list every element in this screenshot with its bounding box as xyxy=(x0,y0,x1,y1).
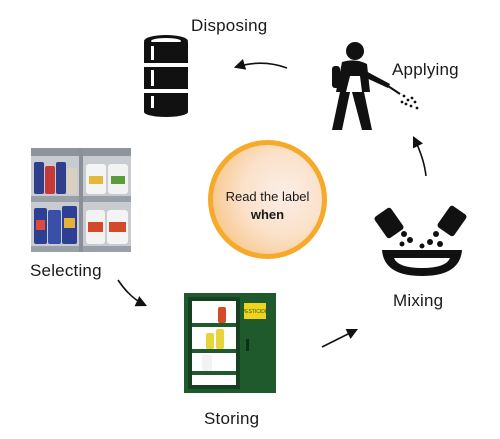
arrow-applying-to-disposing xyxy=(233,59,288,70)
center-circle: Read the label when xyxy=(208,140,327,259)
store-shelf-photo xyxy=(31,148,131,252)
person-spraying-icon xyxy=(332,42,419,130)
arrow-storing-to-mixing xyxy=(321,328,359,348)
storing-label: Storing xyxy=(204,409,260,428)
cabinet-sign-text: PESTICIDE xyxy=(242,309,269,315)
center-line-1: Read the label xyxy=(225,189,310,204)
storage-cabinet-image: PESTICIDE xyxy=(184,293,276,393)
arrow-mixing-to-applying xyxy=(412,135,427,177)
mixing-label: Mixing xyxy=(393,291,444,310)
center-text: Read the label when xyxy=(213,188,322,224)
barrel-icon xyxy=(144,35,188,117)
arrow-selecting-to-storing xyxy=(117,279,148,307)
selecting-label: Selecting xyxy=(30,261,102,280)
center-line-2: when xyxy=(250,207,285,222)
applying-label: Applying xyxy=(392,60,459,79)
mixing-bowl-icon xyxy=(374,205,467,276)
disposing-label: Disposing xyxy=(191,16,268,35)
